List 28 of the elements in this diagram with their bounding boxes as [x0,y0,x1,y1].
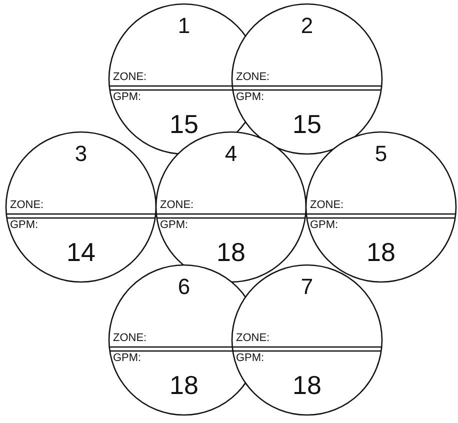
flow-value: 18 [170,372,198,398]
flow-value: 18 [292,372,322,398]
zone-number: 4 [224,143,238,165]
flow-value: 14 [66,239,96,265]
field-label: GPM: [236,353,264,364]
flow-value: 15 [170,111,198,137]
field-label: ZONE: [113,333,147,344]
zone-number: 7 [300,276,314,298]
zone-number: 2 [300,15,314,37]
field-label: ZONE: [236,333,270,344]
field-label: GPM: [113,92,142,103]
flow-value: 15 [292,111,322,137]
flow-value: 18 [216,239,246,265]
field-label: GPM: [236,92,264,103]
zone-number: 6 [178,276,190,298]
field-label: GPM: [113,353,142,364]
field-label: GPM: [160,220,188,231]
field-label: GPM: [10,220,38,231]
field-label: ZONE: [160,200,194,211]
zone-number: 3 [74,143,88,165]
field-label: ZONE: [310,200,344,211]
zone-number: 1 [178,15,190,37]
zone-number: 5 [374,143,388,165]
field-label: ZONE: [113,72,147,83]
field-label: ZONE: [10,200,44,211]
field-label: ZONE: [236,72,270,83]
field-label: GPM: [310,220,338,231]
flow-value: 18 [366,239,396,265]
